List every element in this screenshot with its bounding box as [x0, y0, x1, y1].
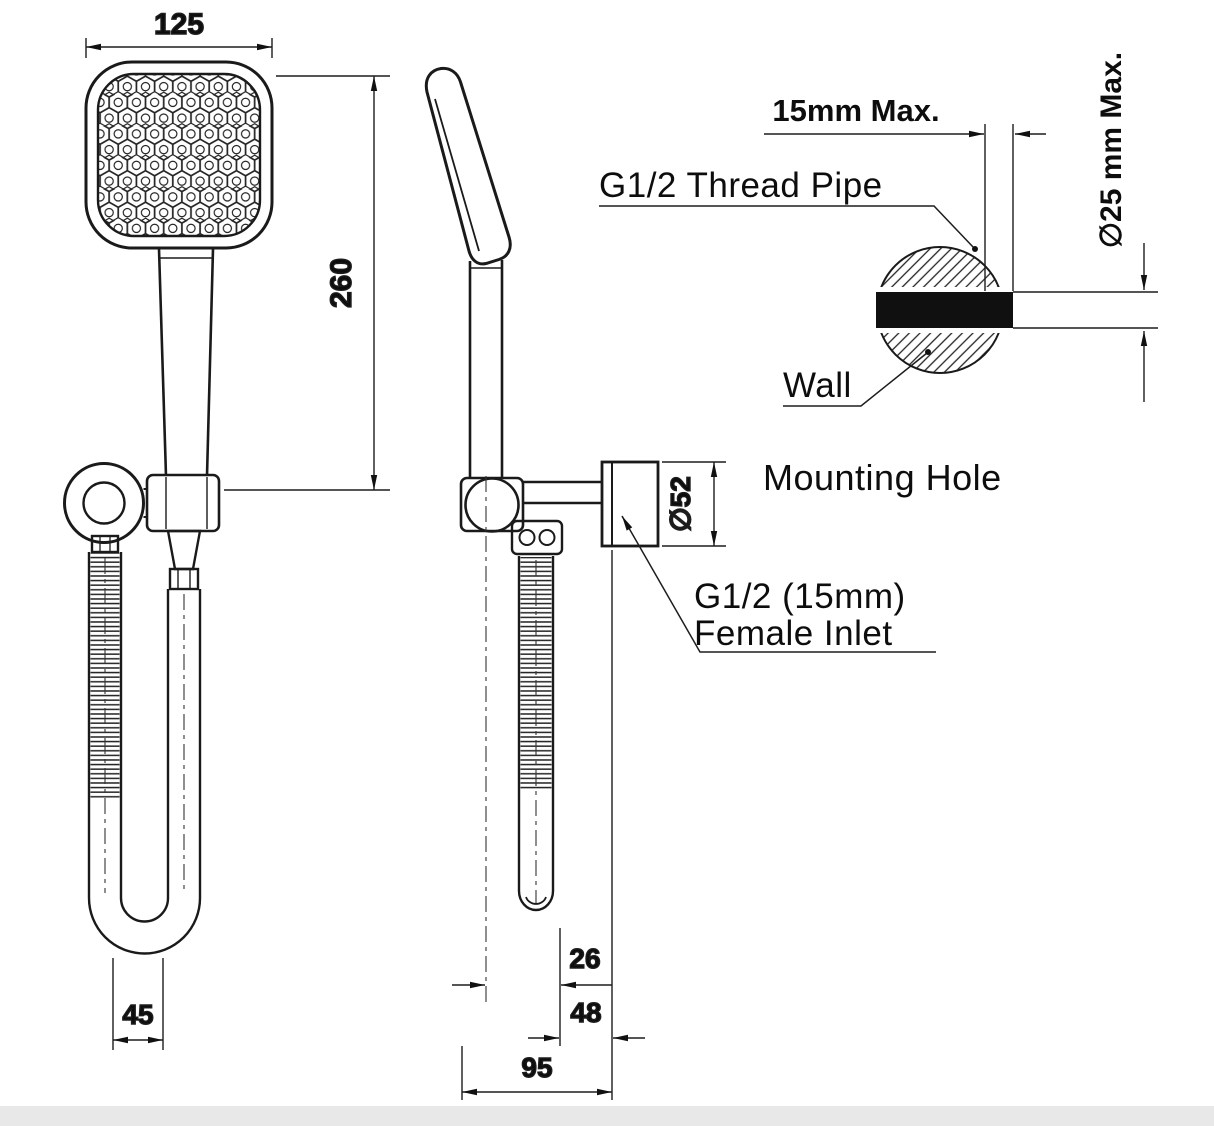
dim-45-label: 45 — [122, 999, 153, 1030]
dim-width-125: 125 — [85, 7, 273, 58]
dim-26-label: 26 — [569, 943, 600, 974]
leader-dot-pipe — [972, 246, 978, 252]
dim-depth-48: 48 — [528, 928, 645, 1046]
dim-52-label: ∅52 — [665, 476, 696, 532]
leader-dot-wall — [925, 349, 931, 355]
mounting-hole-label: Mounting Hole — [763, 457, 1002, 498]
dim-height-260: 260 — [224, 75, 390, 491]
dim-hose-45: 45 — [112, 958, 164, 1050]
dim-95-label: 95 — [521, 1052, 552, 1083]
inlet-label-line1: G1/2 (15mm) — [694, 577, 906, 616]
hose-right-leg — [166, 589, 202, 898]
wall-supply-ring — [63, 462, 145, 544]
shower-head-front — [84, 60, 274, 250]
wall-section-detail: 15mm Max. G1/2 Thread Pipe Wall ∅25 mm M… — [599, 52, 1158, 498]
dim-15mm-label: 15mm Max. — [772, 93, 939, 128]
dim-260-label: 260 — [325, 258, 358, 308]
dim-offset-26: 26 — [452, 942, 612, 989]
shower-head-side — [424, 66, 512, 266]
dim-25mm-label: ∅25 mm Max. — [1095, 52, 1128, 248]
side-view-shower — [424, 66, 660, 1002]
front-view-shower — [63, 60, 274, 955]
thread-pipe-label: G1/2 Thread Pipe — [599, 166, 883, 205]
hose-centerlines-front — [104, 558, 185, 893]
hose-left-leg — [87, 552, 123, 898]
pivot-ball — [464, 477, 520, 533]
hose-side — [517, 556, 555, 790]
wall-label: Wall — [783, 366, 852, 405]
dim-48-label: 48 — [570, 997, 601, 1028]
thread-pipe — [876, 292, 1013, 328]
spray-face — [96, 72, 262, 238]
dim-125-label: 125 — [154, 8, 204, 41]
holder-collar-front — [145, 473, 221, 533]
centerlines-side — [485, 476, 537, 1002]
dim-holder-dia-52: ∅52 — [662, 461, 726, 547]
callout-female-inlet: G1/2 (15mm) Female Inlet — [621, 515, 936, 653]
wall-mounting-plate — [600, 460, 660, 548]
inlet-label-line2: Female Inlet — [694, 614, 893, 653]
page-edge-strip — [0, 1106, 1214, 1126]
dim-total-95: 95 — [461, 550, 613, 1100]
bracket-arm — [523, 480, 602, 505]
hose-u-bend — [87, 897, 202, 955]
